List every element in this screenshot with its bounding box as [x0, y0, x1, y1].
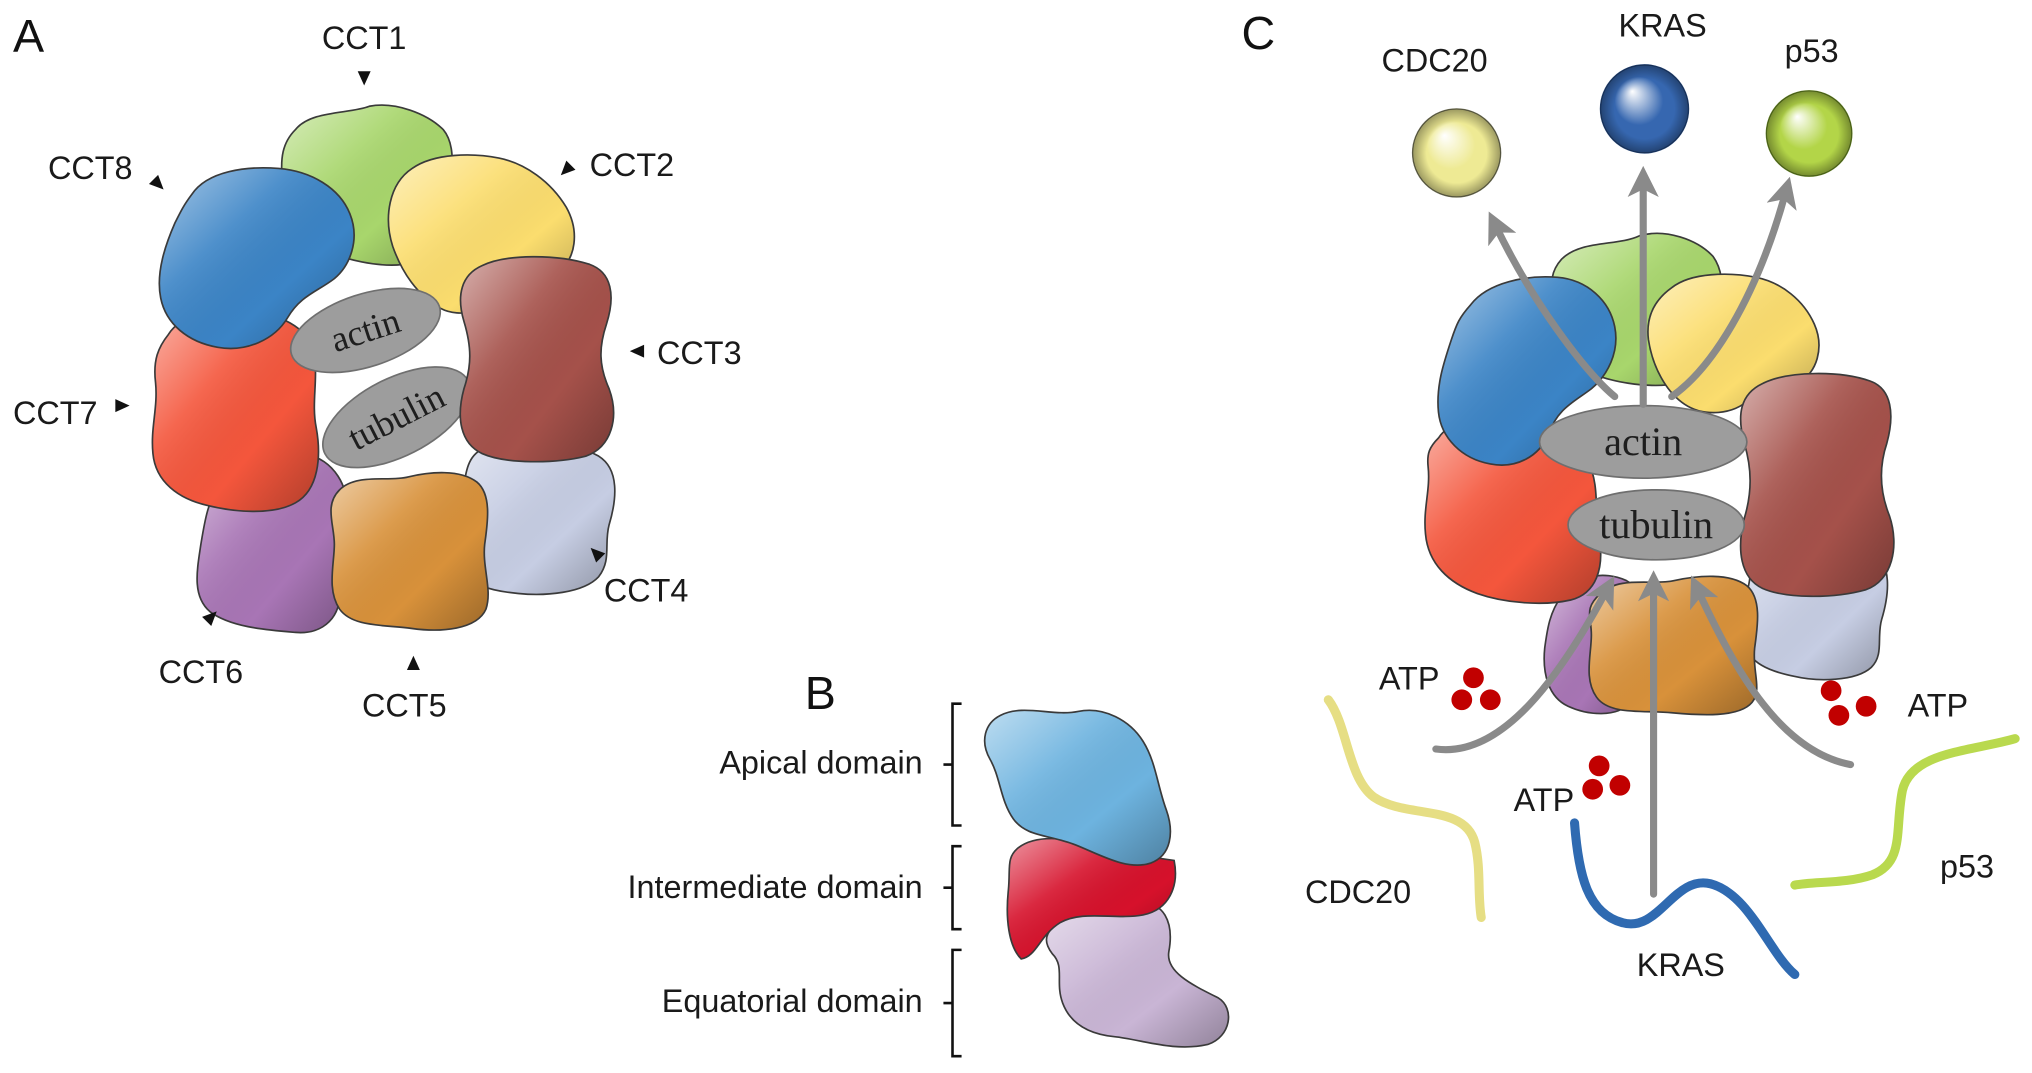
cct4-label: CCT4: [604, 572, 689, 608]
domain-labels: Apical domain Intermediate domain Equato…: [628, 745, 923, 1019]
panel-c: C CDC20 KRAS p53: [1241, 7, 2020, 983]
atp-dot: [1828, 704, 1850, 726]
equatorial-bracket: [943, 948, 962, 1058]
entry-arrow-p53: [1690, 575, 1855, 769]
cct-ring-c: actin tubulin: [1424, 232, 1895, 716]
panel-b: B Apical domain Intermediate domain Equa…: [628, 667, 1230, 1058]
unfolded-cdc20-chain: [1323, 695, 1486, 923]
subunit-domains: [983, 709, 1230, 1048]
subunit-labels: CCT1 CCT2 CCT3 CCT4 CCT5 CCT6 CCT7 CCT8: [13, 20, 742, 723]
folded-p53-rim: [1766, 90, 1852, 177]
substrate-actin-a: actin: [289, 287, 442, 374]
release-arrow-p53: [1668, 176, 1797, 401]
atp-dot: [1582, 778, 1604, 800]
subunit-cct5: [330, 471, 489, 631]
c-tubulin-ellipse: [1567, 489, 1746, 561]
atp-clusters: ATP ATP ATP: [1379, 660, 1968, 818]
folded-kras-label: KRAS: [1619, 7, 1707, 43]
atp-dot: [1588, 755, 1610, 777]
folded-cdc20-rim: [1412, 108, 1501, 197]
cct5-shading: [330, 471, 489, 631]
atp-dot: [1609, 774, 1631, 796]
equatorial-domain-label: Equatorial domain: [662, 983, 923, 1019]
unfolded-p53-chain: [1790, 734, 2020, 890]
c-cct5-shading: [1588, 575, 1759, 716]
cct3-shading: [459, 255, 615, 463]
cct3-pointer-icon: [629, 344, 645, 358]
subunit-cct3: [459, 255, 615, 463]
folded-cdc20-label: CDC20: [1381, 42, 1487, 78]
atp-dot: [1479, 689, 1501, 711]
cct-ring: actin tubulin: [151, 104, 616, 634]
cct2-pointer-icon: [560, 160, 576, 176]
cct6-pointer-icon: [202, 611, 217, 627]
unfolded-kras-chain: [1569, 818, 1800, 980]
substrate-actin-c: actin: [1538, 404, 1748, 480]
panel-c-letter: C: [1241, 7, 1275, 59]
intermediate-bracket: [943, 844, 962, 931]
atp-label-right: ATP: [1908, 688, 1969, 724]
panel-b-letter: B: [805, 667, 836, 719]
cct5-label: CCT5: [362, 688, 447, 724]
unfolded-p53-label: p53: [1940, 848, 1994, 884]
c-actin-label: actin: [1604, 419, 1682, 464]
substrate-tubulin-c: tubulin: [1567, 489, 1746, 561]
cct2-label: CCT2: [590, 147, 675, 183]
cct3-label: CCT3: [657, 335, 742, 371]
cct8-pointer-icon: [148, 174, 164, 190]
apical-bracket: [943, 702, 962, 827]
panel-a: A: [13, 10, 742, 724]
cct1-label: CCT1: [322, 20, 407, 56]
atp-dot: [1855, 695, 1877, 717]
apical-domain-label: Apical domain: [719, 745, 922, 781]
folded-p53-label: p53: [1785, 33, 1839, 69]
c-cct3-shading: [1739, 372, 1895, 598]
folded-kras-rim: [1600, 64, 1689, 153]
atp-label-left: ATP: [1379, 660, 1440, 696]
actin-ellipse: [289, 287, 442, 374]
folding-arrows: [1432, 165, 1855, 898]
entry-arrow-cdc20: [1432, 575, 1615, 754]
label-pointers: [115, 71, 645, 670]
domain-brackets: [943, 702, 962, 1058]
cct7-pointer-icon: [115, 399, 130, 413]
cct4-pointer-icon: [590, 547, 606, 563]
c-tubulin-label: tubulin: [1599, 502, 1713, 547]
cct8-label: CCT8: [48, 150, 133, 186]
atp-dot: [1451, 689, 1473, 711]
atp-label-middle: ATP: [1514, 782, 1575, 818]
cct7-label: CCT7: [13, 395, 98, 431]
intermediate-domain-label: Intermediate domain: [628, 869, 923, 905]
unfolded-proteins: CDC20 KRAS p53: [1305, 695, 2020, 983]
atp-dot: [1820, 680, 1842, 702]
panel-a-letter: A: [13, 10, 45, 62]
cct1-pointer-icon: [357, 71, 371, 86]
unfolded-cdc20-label: CDC20: [1305, 874, 1411, 910]
apical-domain-shading: [983, 709, 1172, 867]
atp-dot: [1463, 667, 1484, 689]
folded-proteins: CDC20 KRAS p53: [1381, 7, 1853, 198]
equatorial-domain-shading: [1045, 902, 1230, 1048]
cct6-label: CCT6: [159, 654, 244, 690]
unfolded-kras-label: KRAS: [1637, 947, 1725, 983]
release-arrow-cdc20: [1488, 211, 1619, 401]
cct5-pointer-icon: [406, 655, 420, 670]
